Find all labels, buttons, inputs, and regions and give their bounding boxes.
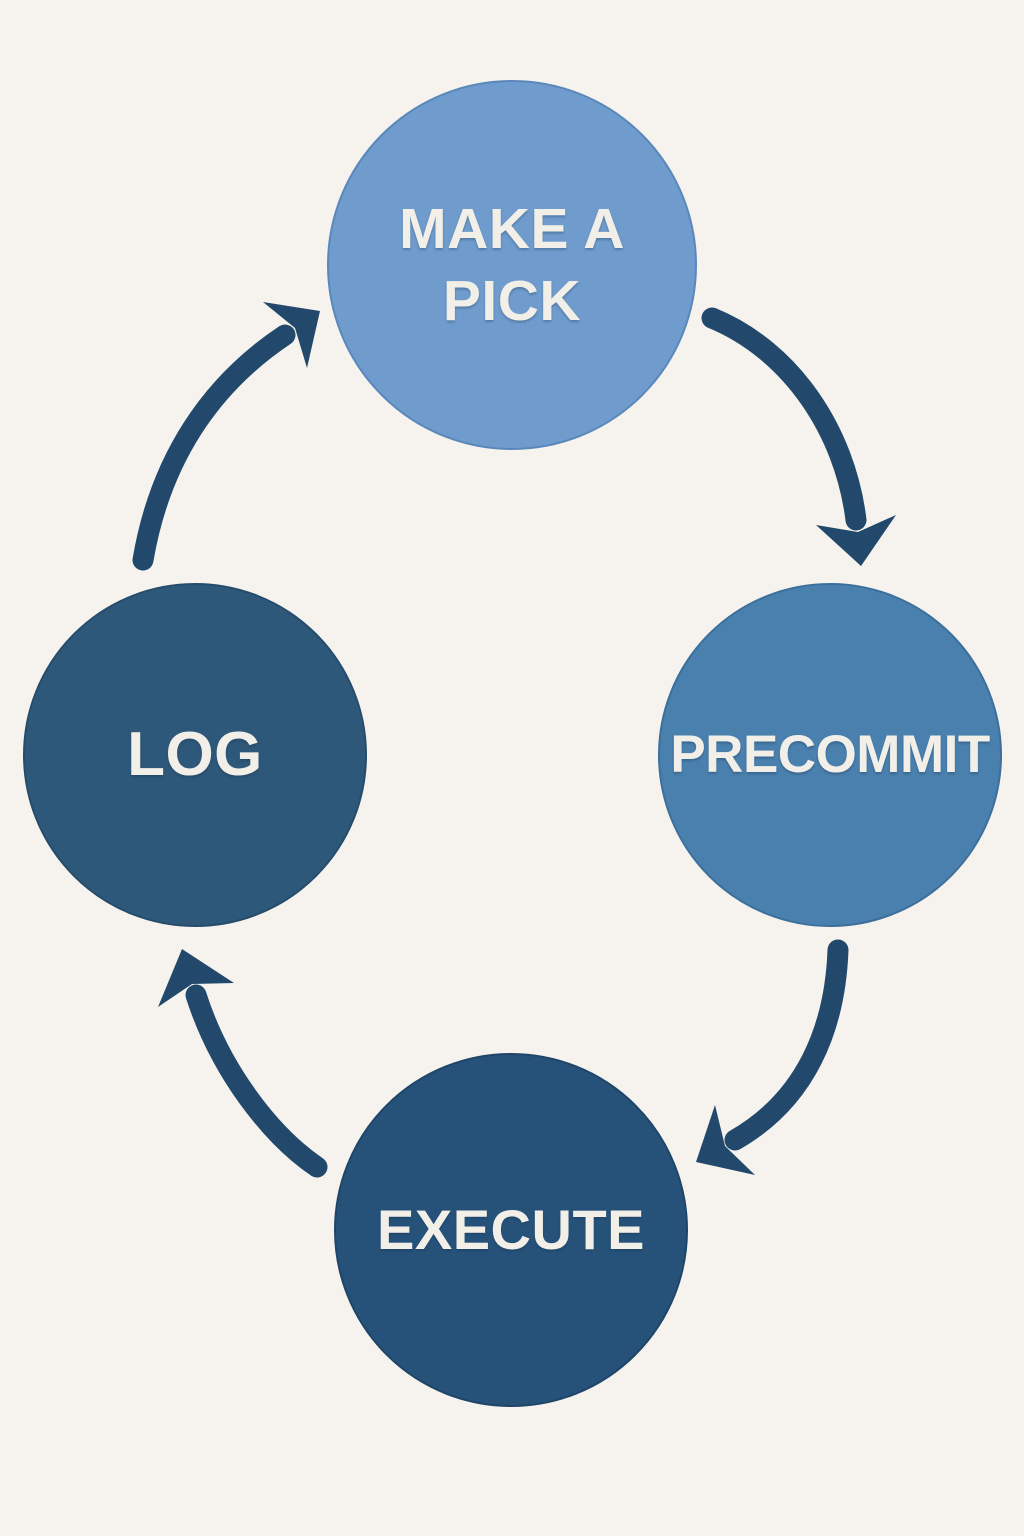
arrow-log-to-make-a-pick-icon: [132, 302, 320, 571]
step-circle-precommit: PRECOMMIT: [658, 583, 1002, 927]
arrow-curve: [724, 939, 849, 1151]
arrow-curve: [701, 307, 867, 531]
arrow-execute-to-log-icon: [158, 949, 328, 1178]
step-label-make-a-pick: MAKE A PICK: [399, 196, 625, 333]
step-label-precommit: PRECOMMIT: [670, 725, 990, 785]
step-circle-execute: EXECUTE: [334, 1053, 688, 1407]
step-circle-make-a-pick: MAKE A PICK: [327, 80, 697, 450]
arrow-curve: [132, 324, 296, 571]
step-circle-log: LOG: [23, 583, 367, 927]
arrow-head: [158, 949, 234, 1007]
step-label-log: LOG: [127, 719, 263, 789]
arrow-head: [696, 1105, 755, 1175]
arrow-head: [816, 515, 896, 566]
step-label-execute: EXECUTE: [377, 1198, 645, 1262]
arrow-curve: [185, 984, 328, 1178]
arrow-make-a-pick-to-precommit-icon: [701, 307, 896, 566]
arrow-head: [263, 302, 320, 368]
arrow-precommit-to-execute-icon: [696, 939, 849, 1175]
